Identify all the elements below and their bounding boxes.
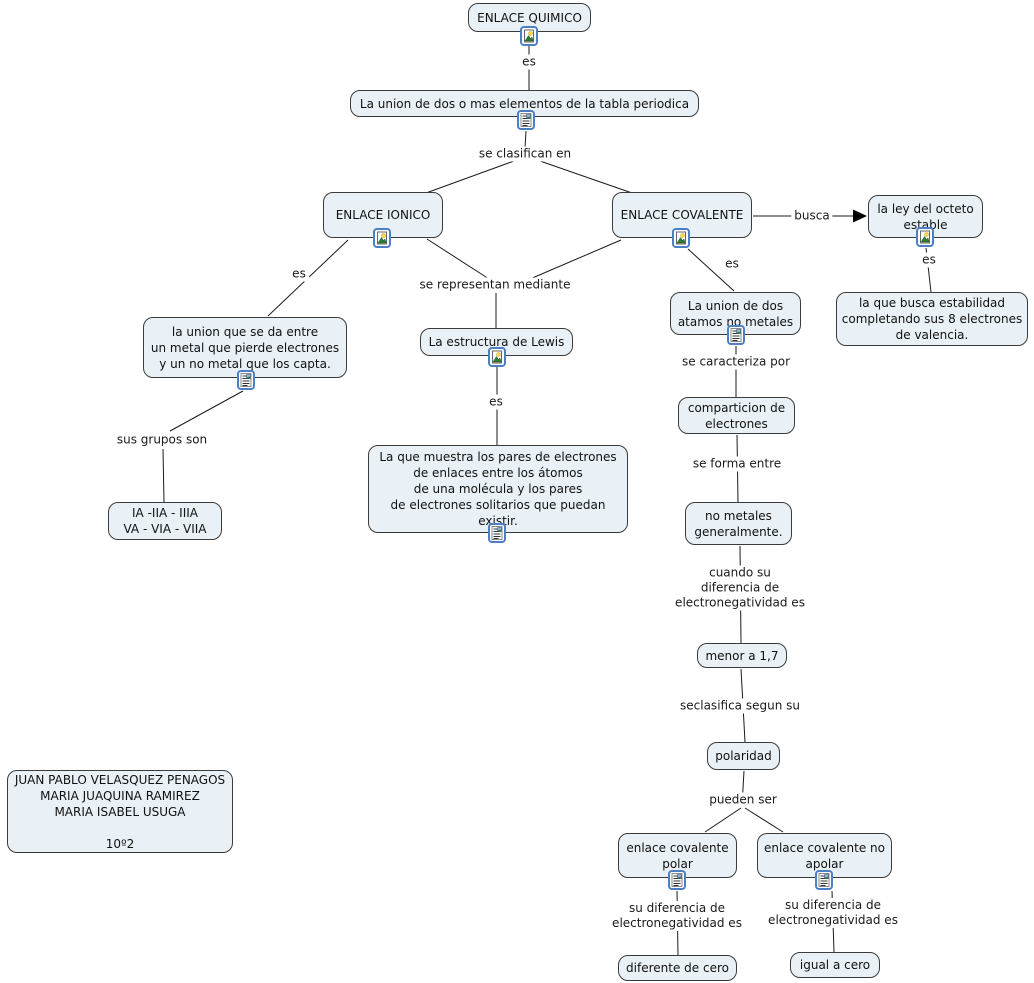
- picture-resource-icon[interactable]: [520, 26, 538, 46]
- picture-resource-icon[interactable]: [373, 228, 391, 248]
- link-label-es-covalente[interactable]: es: [722, 256, 742, 272]
- link-label-su-dif-polar[interactable]: su diferencia de electronegatividad es: [609, 901, 745, 931]
- concept-muestra-pares[interactable]: La que muestra los pares de electrones d…: [368, 445, 628, 533]
- arrowhead-busca: [853, 209, 867, 223]
- link-label-es-ionico[interactable]: es: [289, 266, 309, 282]
- link-label-busca[interactable]: busca: [791, 208, 833, 224]
- document-resource-icon[interactable]: [815, 870, 833, 890]
- concept-enlace-quimico[interactable]: ENLACE QUIMICO: [468, 3, 591, 32]
- document-resource-icon[interactable]: [668, 870, 686, 890]
- concept-menor-17[interactable]: menor a 1,7: [697, 643, 787, 668]
- document-resource-icon[interactable]: [237, 370, 255, 390]
- link-label-se-representan[interactable]: se representan mediante: [416, 277, 574, 293]
- link-label-es-quimico[interactable]: es: [519, 54, 539, 70]
- picture-resource-icon[interactable]: [916, 227, 934, 247]
- link-label-sus-grupos[interactable]: sus grupos son: [113, 432, 211, 448]
- link-label-es-lewis[interactable]: es: [486, 394, 506, 410]
- concept-igual-cero[interactable]: igual a cero: [790, 952, 880, 978]
- link-label-pueden-ser[interactable]: pueden ser: [706, 792, 780, 808]
- concept-estructura-lewis[interactable]: La estructura de Lewis: [420, 328, 573, 356]
- concept-authors[interactable]: JUAN PABLO VELASQUEZ PENAGOS MARIA JUAQU…: [7, 770, 233, 853]
- concept-grupos[interactable]: IA -IIA - IIIA VA - VIA - VIIA: [108, 502, 222, 540]
- document-resource-icon[interactable]: [488, 523, 506, 543]
- link-label-es-octeto[interactable]: es: [919, 252, 939, 268]
- concept-union-metal[interactable]: la union que se da entre un metal que pi…: [143, 317, 347, 378]
- document-resource-icon[interactable]: [517, 110, 535, 130]
- link-label-se-caracteriza[interactable]: se caracteriza por: [679, 354, 793, 370]
- link-label-su-dif-apolar[interactable]: su diferencia de electronegatividad es: [765, 898, 901, 928]
- concept-union-atamos[interactable]: La union de dos atamos no metales: [670, 292, 801, 335]
- concept-polaridad[interactable]: polaridad: [707, 742, 780, 770]
- link-label-se-clasifican[interactable]: se clasifican en: [475, 146, 575, 162]
- link-label-seclasifica[interactable]: seclasifica segun su: [677, 698, 803, 714]
- link-label-cuando[interactable]: cuando su diferencia de electronegativid…: [672, 565, 808, 611]
- concept-comparticion[interactable]: comparticion de electrones: [678, 397, 795, 434]
- picture-resource-icon[interactable]: [488, 347, 506, 367]
- concept-no-metales[interactable]: no metales generalmente.: [685, 502, 792, 545]
- link-label-se-forma[interactable]: se forma entre: [689, 456, 785, 472]
- document-resource-icon[interactable]: [727, 325, 745, 345]
- concept-diferente-cero[interactable]: diferente de cero: [618, 955, 737, 981]
- concept-busca-estabilidad[interactable]: la que busca estabilidad completando sus…: [836, 292, 1028, 346]
- concept-covalente-apolar[interactable]: enlace covalente no apolar: [757, 833, 892, 878]
- picture-resource-icon[interactable]: [672, 228, 690, 248]
